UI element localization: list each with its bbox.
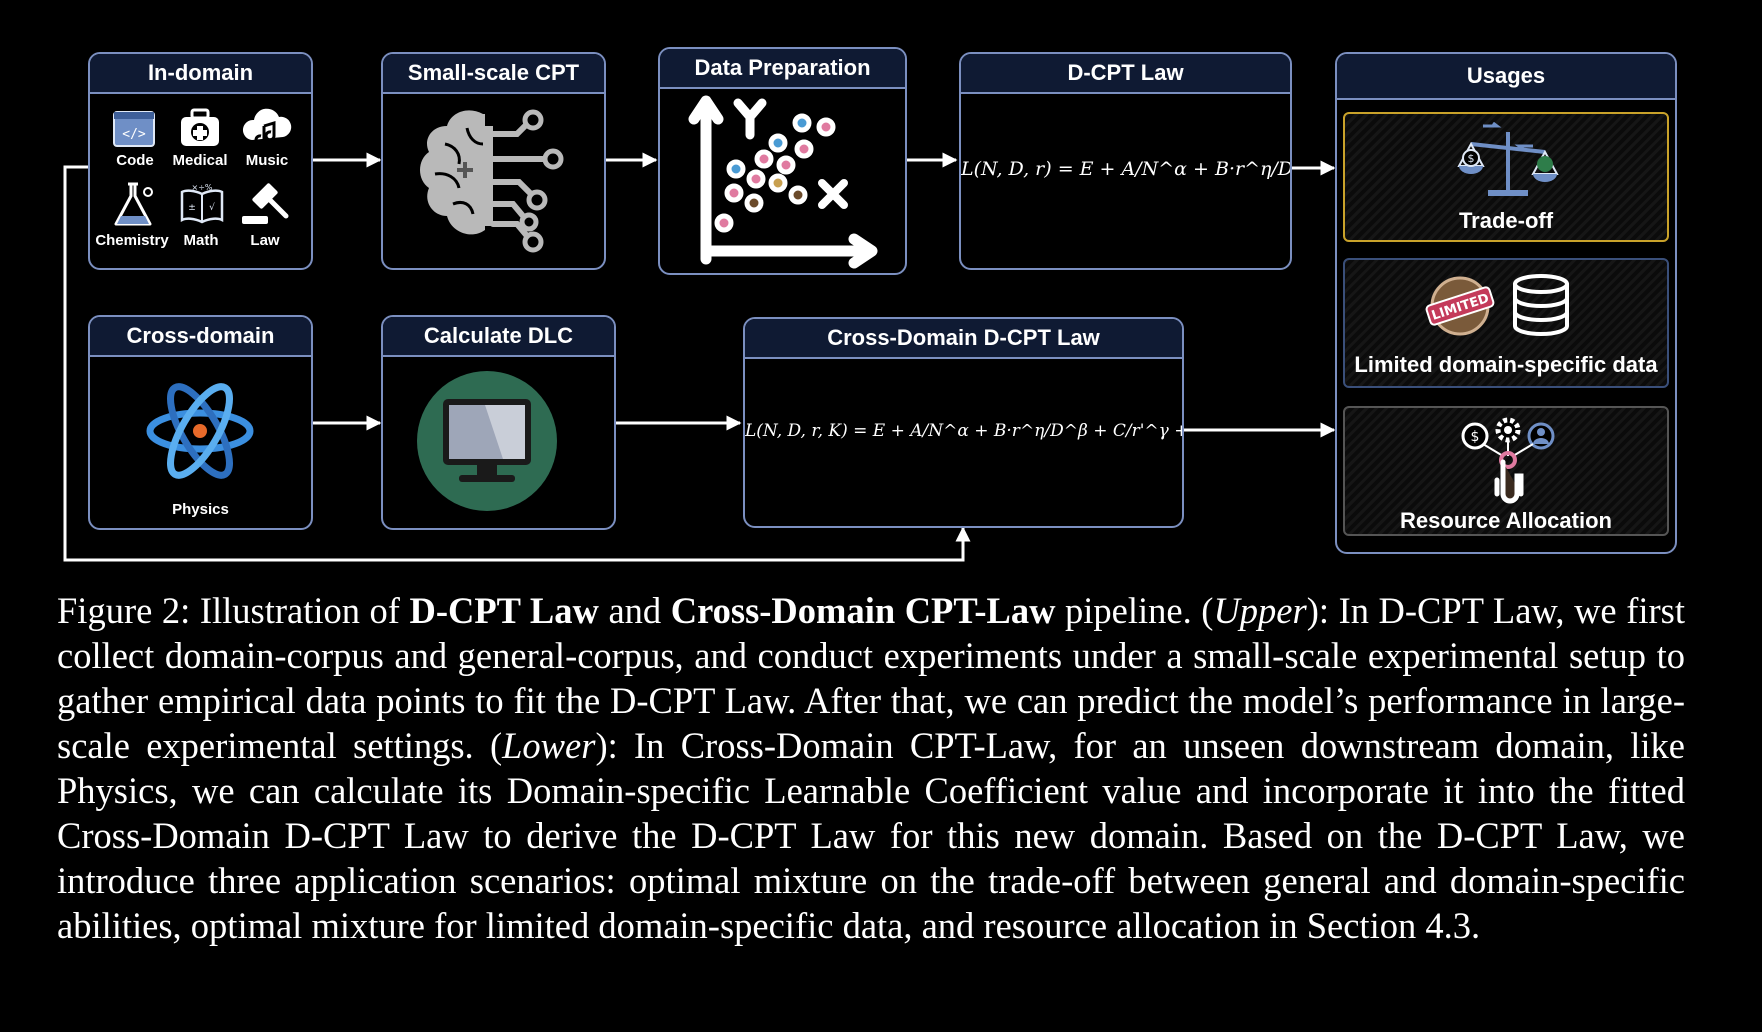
data-prep-box: Data Preparation — [658, 47, 907, 275]
caption-text: and — [598, 590, 671, 631]
caption-text: ): In D-CPT Law, we first collect domain… — [57, 590, 1685, 766]
caption-italic: Upper — [1213, 590, 1307, 631]
usage-label-limited-data: Limited domain-specific data — [1354, 352, 1658, 377]
data-prep-title: Data Preparation — [660, 49, 905, 89]
caption-bold: Cross-Domain CPT-Law — [670, 590, 1056, 631]
usages-title: Usages — [1337, 54, 1675, 100]
balance-scale-icon: $ — [1457, 122, 1559, 196]
svg-text:$: $ — [1468, 152, 1475, 165]
caption-label: Figure 2: — [57, 590, 191, 631]
in-domain-box: In-domain </> Code Medical Music ± √ ×÷%… — [88, 52, 313, 270]
svg-text:±: ± — [188, 203, 196, 213]
small-cpt-title: Small-scale CPT — [383, 54, 604, 94]
brain-circuit-icon — [420, 109, 564, 253]
limited-badge-icon: LIMITED — [1425, 276, 1495, 336]
dcpt-law-box: D-CPT Law L(N, D, r) = E + A/N^α + B·r^η… — [959, 52, 1292, 270]
gavel-icon — [242, 183, 289, 224]
svg-text:</>: </> — [122, 127, 146, 142]
music-cloud-icon — [242, 108, 292, 146]
pipeline-arrows — [63, 152, 1336, 562]
svg-text:×÷%: ×÷% — [191, 183, 212, 192]
in-domain-item: Code — [116, 152, 154, 169]
in-domain-item: Law — [250, 232, 280, 249]
usage-card-limited-data: LIMITED Limited domain-specific data — [1343, 258, 1669, 388]
svg-text:√: √ — [209, 202, 215, 213]
cross-domain-item: Physics — [172, 501, 229, 518]
usage-card-resource-allocation: $ Resource Allocation — [1343, 406, 1669, 536]
resource-allocation-icon: $ — [1461, 417, 1555, 504]
code-icon: </> — [113, 111, 155, 147]
calculate-dlc-box: Calculate DLC — [381, 315, 616, 530]
caption-text: Illustration of — [190, 590, 410, 631]
dcpt-law-title: D-CPT Law — [961, 54, 1290, 94]
cross-domain-box: Cross-domain Physics — [88, 315, 313, 530]
small-cpt-box: Small-scale CPT — [381, 52, 606, 270]
cross-law-title: Cross-Domain D-CPT Law — [745, 319, 1182, 359]
in-domain-item: Music — [245, 152, 289, 169]
in-domain-title: In-domain — [90, 54, 311, 94]
dcpt-law-formula: L(N, D, r) = E + A/N^α + B·r^η/D^β + C/r… — [961, 158, 1292, 180]
in-domain-item: Math — [183, 232, 219, 249]
in-domain-item: Chemistry — [95, 232, 169, 249]
svg-text:$: $ — [1471, 429, 1480, 445]
usages-box: Usages $ Trade-off LIMITED — [1335, 52, 1677, 554]
chemistry-flask-icon — [114, 182, 153, 226]
usage-label-tradeoff: Trade-off — [1458, 208, 1554, 233]
calculate-dlc-title: Calculate DLC — [383, 317, 614, 357]
usage-card-tradeoff: $ Trade-off — [1343, 112, 1669, 242]
arrow-feedback-loop — [63, 165, 971, 562]
cross-domain-title: Cross-domain — [90, 317, 311, 357]
caption-italic: Lower — [502, 725, 596, 766]
cross-law-formula: L(N, D, r, K) = E + A/N^α + B·r^η/D^β + … — [745, 421, 1182, 441]
caption-text: pipeline. ( — [1055, 590, 1214, 631]
in-domain-item: Medical — [172, 152, 228, 169]
medical-kit-icon — [181, 108, 219, 146]
math-book-icon: ± √ ×÷% — [180, 183, 224, 224]
monitor-icon — [417, 371, 557, 511]
scatter-plot-icon — [688, 95, 878, 269]
database-icon — [1513, 274, 1569, 336]
cross-law-box: Cross-Domain D-CPT Law L(N, D, r, K) = E… — [743, 317, 1184, 528]
caption-text: ): In Cross-Domain CPT-Law, for an unsee… — [57, 725, 1685, 946]
figure-caption: Figure 2: Illustration of D-CPT Law and … — [57, 588, 1685, 948]
atom-icon — [146, 383, 254, 479]
caption-bold: D-CPT Law — [409, 590, 599, 631]
usage-label-resource-allocation: Resource Allocation — [1400, 508, 1612, 533]
